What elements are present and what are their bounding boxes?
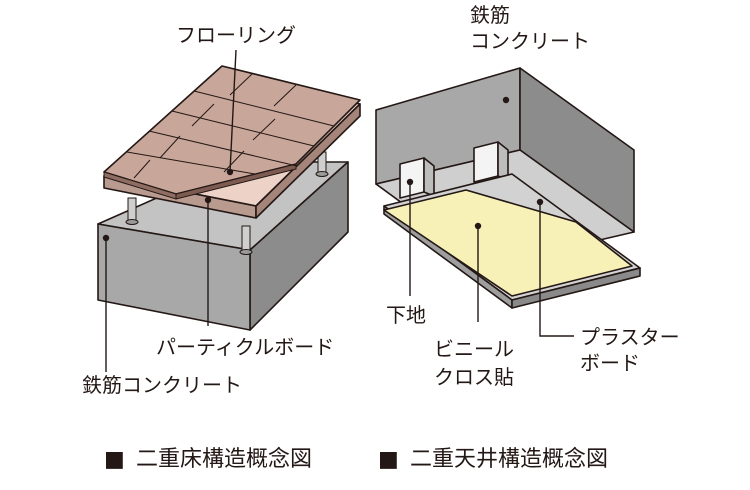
label-vinyl-line1: ビニール (434, 337, 514, 361)
floor-support-posts (125, 151, 329, 255)
label-plaster-line1: プラスター (580, 325, 680, 349)
label-flooring: フローリング (176, 23, 296, 47)
label-ceiling-rc-line1: 鉄筋 (470, 3, 510, 27)
vinyl-cloth-layer (383, 189, 633, 297)
label-plaster-line2: ボード (580, 351, 640, 375)
captions: ■ 二重床構造概念図 ■ 二重天井構造概念図 (104, 447, 608, 472)
label-floor-rc: 鉄筋コンクリート (82, 373, 242, 397)
double-ceiling-diagram: 鉄筋 コンクリート 下地 ビニール クロス貼 プラスター ボード (375, 3, 680, 389)
caption-ceiling-marker: ■ (378, 447, 399, 472)
label-ceiling-rc-line2: コンクリート (470, 29, 590, 53)
double-floor-diagram: フローリング パーティクルボード 鉄筋コンクリート (82, 23, 361, 397)
caption-ceiling: 二重天井構造概念図 (410, 447, 608, 472)
label-base: 下地 (386, 303, 426, 327)
caption-floor: 二重床構造概念図 (136, 447, 312, 472)
floor-leaders (102, 49, 237, 372)
label-vinyl-line2: クロス貼 (434, 365, 514, 389)
label-particle-board: パーティクルボード (156, 335, 334, 359)
caption-floor-marker: ■ (104, 447, 125, 472)
ceiling-hangers (399, 141, 509, 199)
ceiling-leaders (406, 96, 574, 337)
